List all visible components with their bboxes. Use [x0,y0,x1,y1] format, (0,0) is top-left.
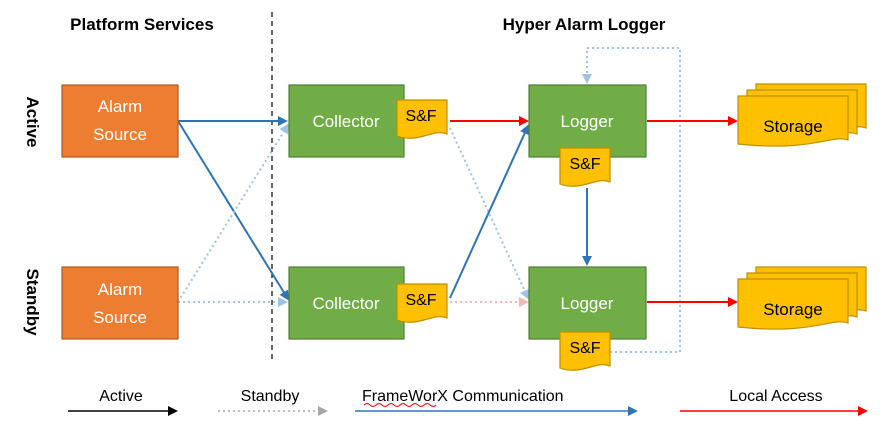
storage-standby: Storage [737,266,867,330]
sf-collector-standby: S&F [396,283,448,323]
header-platform-services: Platform Services [70,15,214,34]
legend-active-label: Active [99,388,143,405]
collector-standby: Collector [288,266,405,340]
alarm-source-standby-line2: Source [93,308,147,327]
legend-framework-word: FrameWorX [362,388,448,405]
alarm-source-standby-line1: Alarm [98,280,142,299]
row-label-active: Active [23,96,42,147]
legend-communication-word: Communication [448,388,564,405]
row-label-standby: Standby [23,268,42,336]
sf-collector-active: S&F [396,99,448,139]
legend-local-label: Local Access [729,388,822,405]
alarm-source-active: Alarm Source [61,84,179,158]
link-collector-active-to-logger-standby [449,127,530,300]
legend: Active Standby FrameWorX Communication L… [68,388,868,416]
logger-active-label: Logger [561,112,614,131]
spellcheck-squiggle [363,403,437,407]
collector-standby-label: Collector [312,294,379,313]
legend-standby-label: Standby [241,388,300,405]
link-logger-standby-sf-to-logger-active [582,47,681,353]
sf-logger-standby-label: S&F [569,340,600,357]
header-hyper-alarm-logger: Hyper Alarm Logger [503,15,666,34]
alarm-source-active-line2: Source [93,125,147,144]
sf-logger-active-label: S&F [569,156,600,173]
link-source-active-to-collector-standby [177,120,290,301]
legend-framework-label: FrameWorX Communication [362,388,564,405]
alarm-source-active-line1: Alarm [98,97,142,116]
sf-collector-active-label: S&F [405,108,436,125]
collector-active: Collector [288,84,405,158]
logger-standby-label: Logger [561,294,614,313]
sf-logger-standby: S&F [559,331,611,371]
sf-logger-active: S&F [559,147,611,187]
storage-standby-label: Storage [763,300,823,319]
storage-active-label: Storage [763,117,823,136]
sf-collector-standby-label: S&F [405,292,436,309]
alarm-source-standby: Alarm Source [61,266,179,340]
logger-active: Logger [528,84,647,158]
collector-active-label: Collector [312,112,379,131]
link-collector-standby-to-logger-active [449,124,530,299]
logger-standby: Logger [528,266,647,340]
storage-active: Storage [737,83,867,147]
